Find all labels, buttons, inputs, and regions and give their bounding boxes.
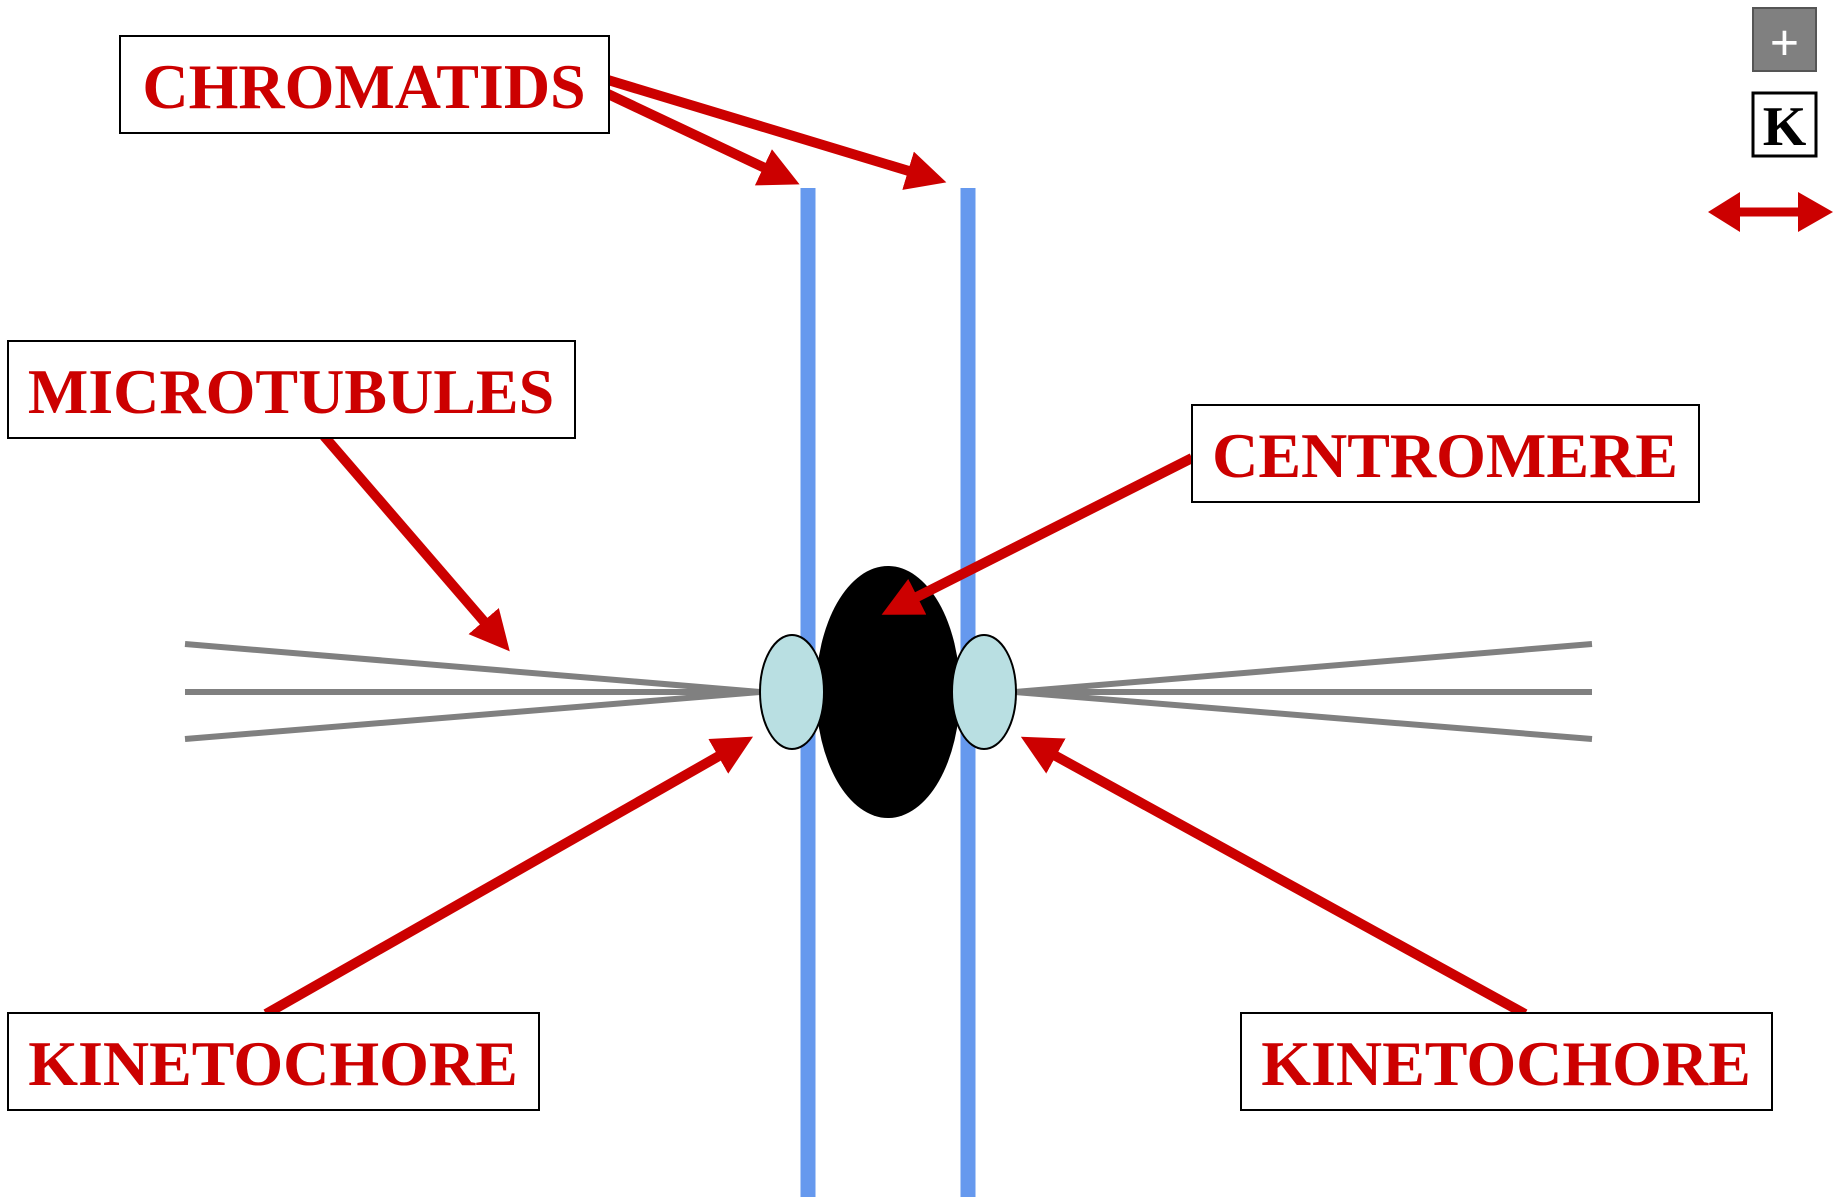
plus-symbol: + <box>1770 15 1800 72</box>
arrow-kinetochore-right <box>1034 744 1525 1014</box>
k-key-button[interactable]: K <box>1753 93 1816 158</box>
label-chromatids: CHROMATIDS <box>120 36 609 133</box>
label-microtubules: MICROTUBULES <box>8 341 575 438</box>
centromere <box>816 566 960 818</box>
label-microtubules-text: MICROTUBULES <box>28 356 554 427</box>
label-centromere: CENTROMERE <box>1192 405 1699 502</box>
microtubules-left <box>185 644 760 739</box>
plus-button[interactable]: + <box>1753 8 1816 72</box>
label-chromatids-text: CHROMATIDS <box>142 51 585 122</box>
label-kinetochore-left-text: KINETOCHORE <box>28 1028 518 1099</box>
double-arrow-icon[interactable] <box>1708 192 1833 232</box>
label-kinetochore-right-text: KINETOCHORE <box>1261 1028 1751 1099</box>
microtubules-right <box>1015 644 1592 739</box>
microtubule <box>185 644 760 692</box>
k-key-label: K <box>1763 96 1807 158</box>
arrow-kinetochore-left <box>266 744 740 1014</box>
label-kinetochore-left: KINETOCHORE <box>8 1013 539 1110</box>
microtubule <box>1015 692 1592 739</box>
microtubule <box>185 692 760 739</box>
arrow-chromatids-right <box>608 80 932 178</box>
arrow-microtubules <box>324 436 500 640</box>
arrow-centromere <box>895 458 1192 608</box>
label-centromere-text: CENTROMERE <box>1212 420 1678 491</box>
kinetochore-left <box>760 635 824 749</box>
label-kinetochore-right: KINETOCHORE <box>1241 1013 1772 1110</box>
microtubule <box>1015 644 1592 692</box>
kinetochore-right <box>952 635 1016 749</box>
